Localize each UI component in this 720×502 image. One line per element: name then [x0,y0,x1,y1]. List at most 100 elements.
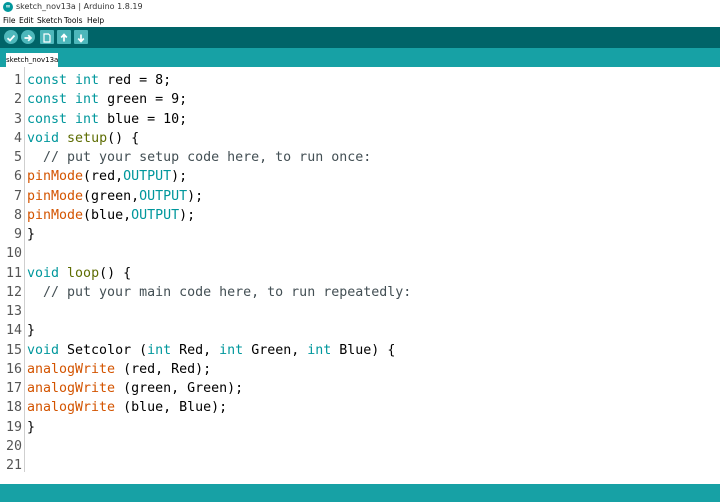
code-line[interactable]: 6 pinMode(red,OUTPUT); [0,167,720,186]
menu-help[interactable]: Help [87,16,105,25]
code-token [59,266,67,281]
code-token: pinMode [27,188,84,204]
line-number: 3 [13,111,22,127]
code-line[interactable]: 16 analogWrite (red, Red); [0,360,720,379]
tab-bar: sketch_nov13a § [0,48,720,78]
code-line[interactable]: 5 // put your setup code here, to run on… [0,148,720,167]
code-text: } [27,418,35,437]
arrow-right-icon [24,34,33,42]
code-token [59,131,67,146]
code-token: int [307,342,332,358]
code-line[interactable]: 3 const int blue = 10; [0,110,720,129]
menu-tools[interactable]: Tools [64,16,83,25]
verify-button[interactable] [4,30,18,44]
tab-sketch[interactable]: sketch_nov13a § [6,53,58,78]
code-token: analogWrite [27,361,116,377]
code-token: Blue) { [331,342,396,358]
code-token: // put your main code here, to run repea… [27,284,412,300]
line-number: 2 [13,92,22,108]
code-token: } [27,227,36,242]
code-line[interactable]: 12 // put your main code here, to run re… [0,283,720,302]
code-token: void [27,342,60,358]
code-token: const [27,73,68,88]
code-token: blue = 10; [99,111,188,127]
line-number: 20 [5,438,22,454]
code-token: analogWrite [27,400,116,416]
line-number: 13 [5,304,22,319]
menu-file[interactable]: File [3,16,16,25]
open-button[interactable] [57,30,71,44]
code-text: void setup() { [27,129,139,148]
code-token: int [75,111,100,127]
code-token: Red, [171,342,220,358]
menu-sketch[interactable]: Sketch [37,16,63,25]
status-bar [0,484,720,502]
code-token: Green, [243,342,308,358]
code-token: } [27,323,36,339]
arrow-down-icon [77,34,85,43]
code-token: ); [187,188,204,204]
code-line[interactable]: 10 [0,244,720,263]
code-token: const [27,111,68,127]
toolbar [0,27,720,48]
code-line[interactable]: 2 const int green = 9; [0,90,720,109]
code-text: void loop() { [27,264,131,283]
code-text: pinMode(green,OUTPUT); [27,187,203,206]
code-token: (green, [83,188,140,204]
page-icon [43,33,51,43]
code-text: const int blue = 10; [27,110,187,129]
code-token: () { [107,130,140,146]
code-token: (red, Red); [115,361,212,377]
code-text: const int green = 9; [27,90,187,109]
code-token: () { [99,265,132,281]
menu-edit[interactable]: Edit [19,16,34,25]
new-button[interactable] [40,30,54,44]
code-token: setup [67,130,108,146]
line-number: 5 [13,150,22,165]
code-token: analogWrite [27,381,116,396]
code-text: pinMode(red,OUTPUT); [27,167,187,186]
line-number: 16 [5,361,22,377]
code-token: pinMode [27,207,84,223]
line-number: 10 [5,246,22,262]
code-text: analogWrite (blue, Blue); [27,398,227,417]
upload-button[interactable] [21,30,35,44]
code-line[interactable]: 14} [0,321,720,340]
code-text: const int red = 8; [27,71,171,90]
code-token: const [27,92,68,108]
code-token: OUTPUT [131,207,180,223]
menu-bar: File Edit Sketch Tools Help [0,14,720,27]
code-token: red = 8; [99,73,172,88]
code-line[interactable]: 21 [0,456,720,475]
line-number: 7 [13,188,22,204]
code-token: // put your setup code here, to run once… [27,150,372,165]
code-token: (green, Green); [115,381,244,396]
code-line[interactable]: 19} [0,418,720,437]
code-token: int [219,342,244,358]
code-token: int [147,342,172,358]
code-text: } [27,225,35,244]
code-token: ); [171,169,188,185]
code-token: Setcolor ( [59,342,148,358]
code-line[interactable]: 20 [0,437,720,456]
code-line[interactable]: 13 [0,302,720,321]
code-token: OUTPUT [123,169,172,185]
code-token: ); [179,207,196,223]
code-line[interactable]: 7 pinMode(green,OUTPUT); [0,187,720,206]
code-text: pinMode(blue,OUTPUT); [27,206,195,225]
line-number: 6 [13,169,22,185]
line-number: 14 [5,323,22,339]
window-title: sketch_nov13a | Arduino 1.8.19 [16,2,143,11]
line-number: 21 [5,458,22,473]
code-token: int [75,73,100,88]
code-line[interactable]: 9} [0,225,720,244]
save-button[interactable] [74,30,88,44]
